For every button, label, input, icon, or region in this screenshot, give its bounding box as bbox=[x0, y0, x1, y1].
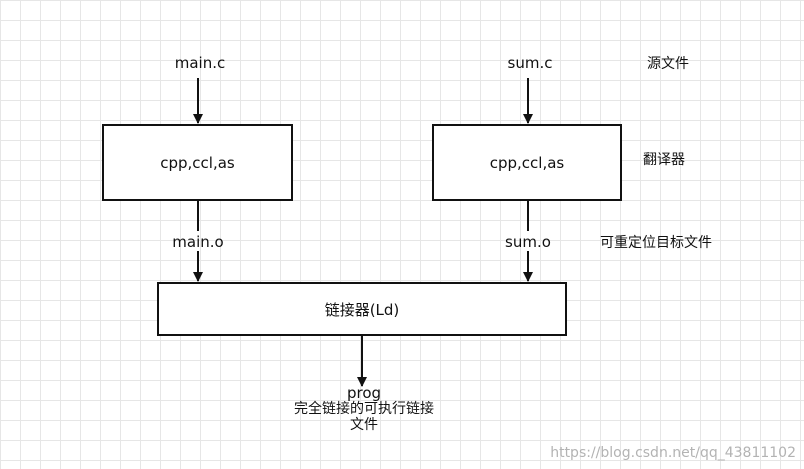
legend-translators: 翻译器 bbox=[643, 152, 685, 168]
linker-box: 链接器(Ld) bbox=[157, 282, 567, 336]
translator-box-right: cpp,ccl,as bbox=[432, 124, 622, 201]
source-file-main-c: main.c bbox=[174, 54, 226, 72]
translator-label-right: cpp,ccl,as bbox=[489, 153, 565, 172]
linker-label: 链接器(Ld) bbox=[324, 300, 400, 319]
source-file-sum-c: sum.c bbox=[507, 54, 553, 72]
output-executable: prog 完全链接的可执行链接文件 bbox=[294, 384, 434, 434]
output-name: prog bbox=[346, 384, 382, 402]
watermark-text: https://blog.csdn.net/qq_43811102 bbox=[550, 445, 796, 461]
translator-box-left: cpp,ccl,as bbox=[102, 124, 293, 201]
object-file-main-o: main.o bbox=[172, 233, 224, 251]
output-description: 完全链接的可执行链接文件 bbox=[294, 401, 434, 433]
translator-label-left: cpp,ccl,as bbox=[160, 153, 235, 172]
legend-relocatable-objects: 可重定位目标文件 bbox=[600, 235, 712, 251]
object-file-sum-o: sum.o bbox=[505, 233, 551, 251]
legend-source-files: 源文件 bbox=[647, 56, 689, 72]
